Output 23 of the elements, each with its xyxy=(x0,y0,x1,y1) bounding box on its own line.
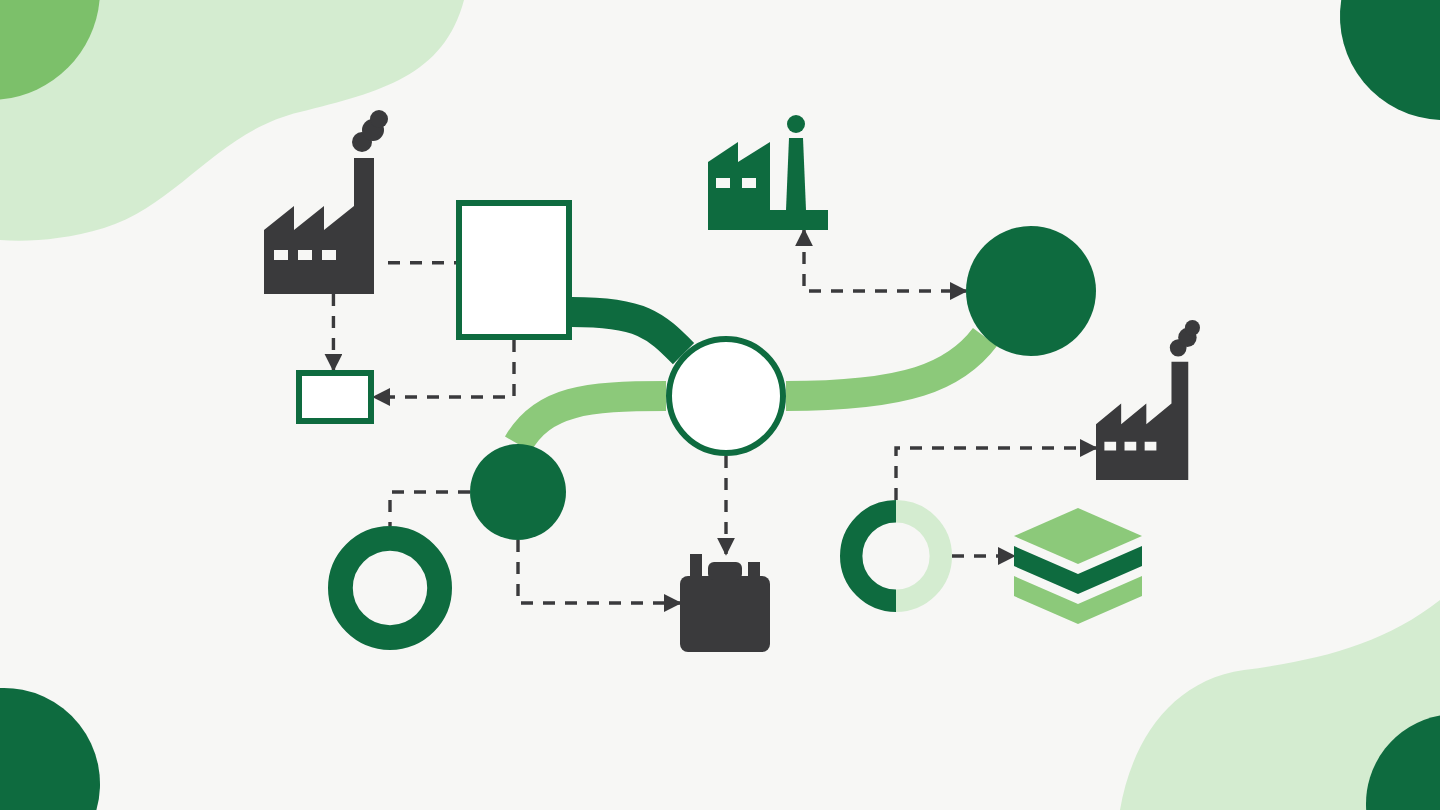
filled-circle xyxy=(470,444,566,540)
dashed-arrow xyxy=(372,340,516,406)
dashed-line xyxy=(388,261,456,265)
dashed-arrow xyxy=(952,547,1016,565)
factory-icon xyxy=(264,110,388,294)
dashed-arrow xyxy=(717,456,735,556)
outlined-rectangle xyxy=(456,200,572,340)
pipe xyxy=(571,297,695,365)
dashed-arrow xyxy=(324,294,343,372)
pipe xyxy=(505,381,667,453)
two-tone-ring xyxy=(840,500,952,612)
layers-icon xyxy=(1014,508,1142,624)
thick-ring xyxy=(328,526,452,650)
outlined-rectangle xyxy=(296,370,374,424)
dashed-arrow xyxy=(795,228,968,300)
factory-icon xyxy=(708,114,828,230)
outlined-circle xyxy=(666,336,786,456)
dashed-line xyxy=(388,490,470,526)
factory-icon xyxy=(1096,320,1200,480)
dashed-arrow xyxy=(516,540,682,612)
filled-circle xyxy=(966,226,1096,356)
battery-icon xyxy=(680,554,770,652)
dashed-arrow xyxy=(894,439,1098,500)
